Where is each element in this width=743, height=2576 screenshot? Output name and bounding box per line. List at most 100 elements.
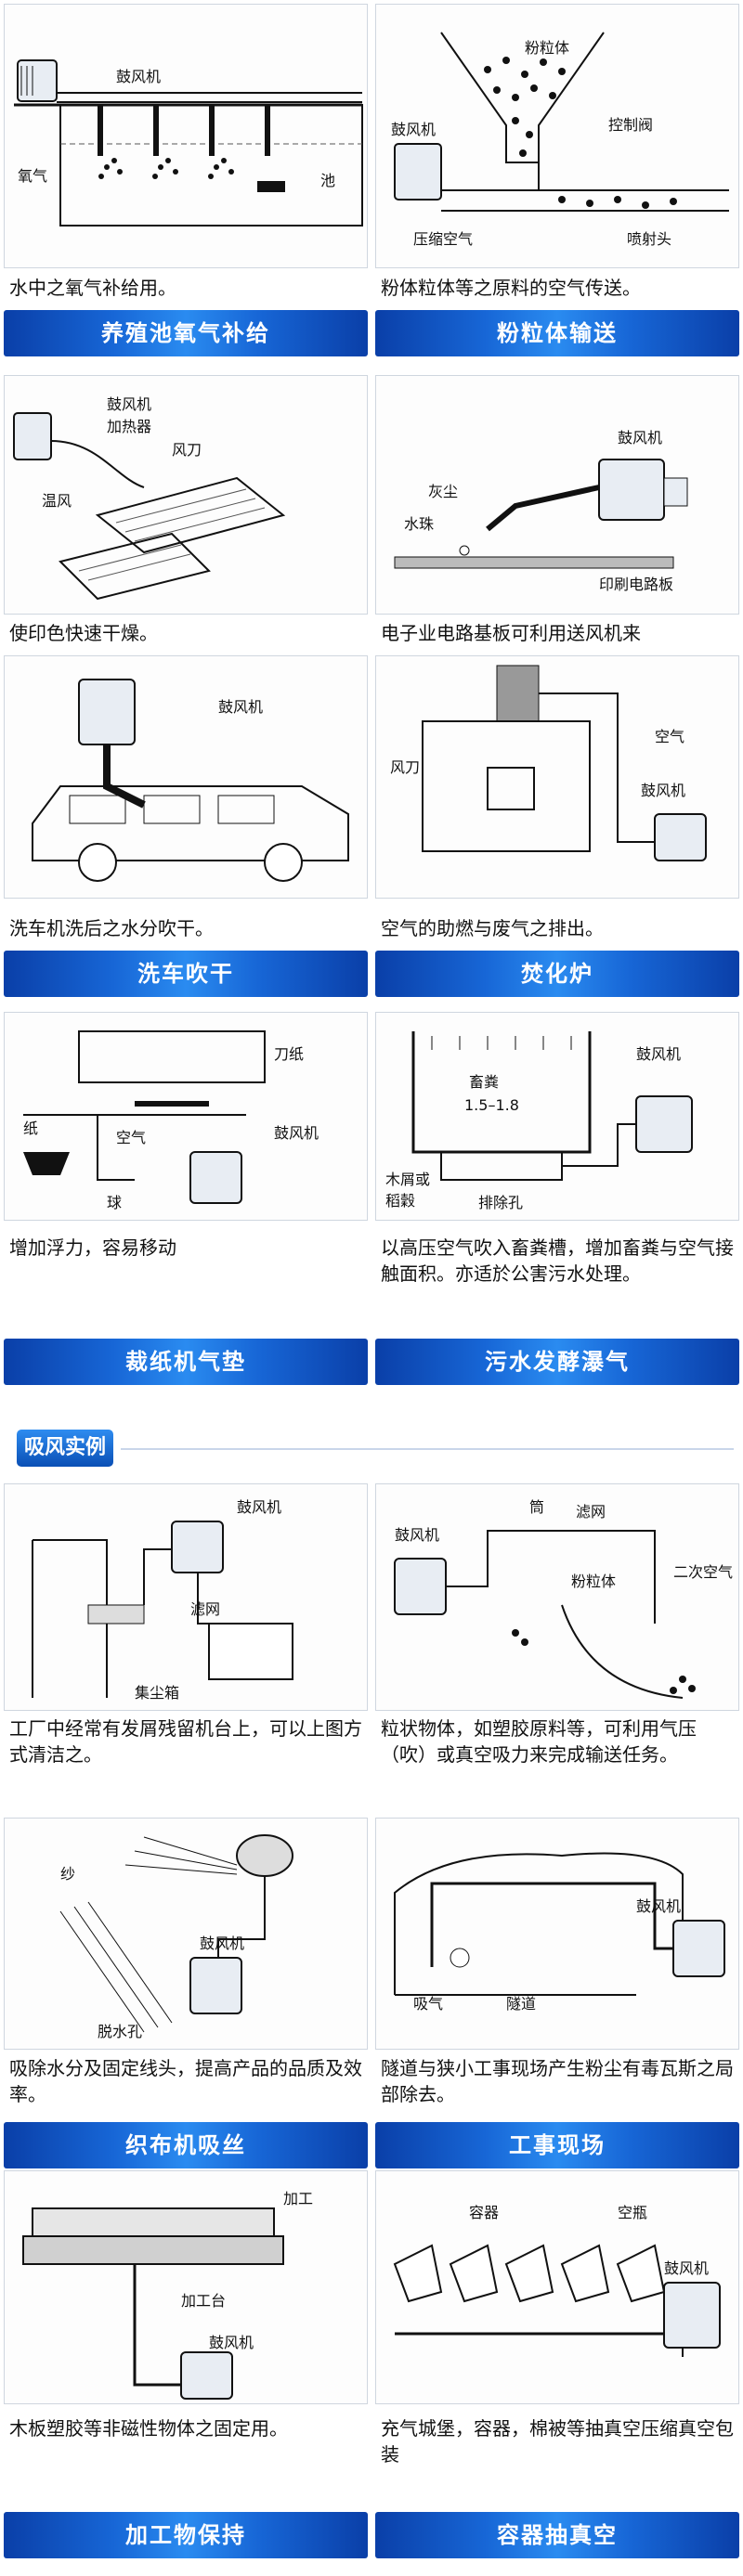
aquaculture-illustration: 鼓风机 氧气 池 bbox=[4, 4, 368, 268]
print-heater-label: 加热器 bbox=[107, 418, 151, 435]
granule-illustration: 鼓风机 筒 滤网 粉粒体 二次空气 bbox=[375, 1483, 739, 1711]
powder-banner: 粉粒体输送 bbox=[375, 310, 739, 356]
incinerator-diagram: 空气 风刀 鼓风机 bbox=[390, 665, 707, 861]
card-print-drying: 鼓风机 加热器 风刀 温风 使印色快速干燥。 bbox=[4, 375, 368, 654]
paper-cushion-description: 增加浮力，容易移动 bbox=[9, 1236, 176, 1259]
workpiece-blower-label: 鼓风机 bbox=[209, 2334, 254, 2351]
loom-yarn-label: 纱 bbox=[60, 1865, 75, 1883]
aquaculture-banner: 养殖池氧气补给 bbox=[4, 310, 368, 356]
sewage-description: 以高压空气吹入畜粪槽，增加畜粪与空气接触面积。亦适於公害污水处理。 bbox=[381, 1236, 734, 1285]
card-aquaculture: 鼓风机 氧气 池 水中之氧气补给用。 养殖池氧气补给 bbox=[4, 4, 368, 356]
construction-banner: 工事现场 bbox=[375, 2122, 739, 2168]
granule-blower-label: 鼓风机 bbox=[395, 1526, 439, 1544]
construction-tunnel-label: 隧道 bbox=[506, 1995, 536, 2013]
pcb-blower-label: 鼓风机 bbox=[618, 429, 662, 447]
granule-description: 粒状物体，如塑胶原料等，可利用气压（吹）或真空吸力来完成输送任务。 bbox=[381, 1717, 697, 1766]
machine-cleaning-diagram: 鼓风机 滤网 集尘箱 bbox=[32, 1498, 293, 1702]
machine-cleaning-illustration: 鼓风机 滤网 集尘箱 bbox=[4, 1483, 368, 1711]
granule-powder-label: 粉粒体 bbox=[571, 1573, 616, 1590]
incinerator-description: 空气的助燃与废气之排出。 bbox=[381, 917, 604, 939]
aquaculture-description: 水中之氧气补给用。 bbox=[9, 277, 176, 299]
machine-cleaning-description: 工厂中经常有发屑残留机台上，可以上图方式清洁之。 bbox=[9, 1717, 362, 1766]
paper-cutter-label: 刀纸 bbox=[274, 1045, 304, 1063]
pcb-dust-label: 灰尘 bbox=[428, 483, 458, 500]
workpiece-illustration: 加工 加工台 鼓风机 bbox=[4, 2170, 368, 2404]
print-blower-label: 鼓风机 bbox=[107, 395, 151, 413]
card-loom-suction: 纱 鼓风机 脱水孔 吸除水分及固定线头，提高产品的品质及效率。 织布机吸丝 bbox=[4, 1818, 368, 2170]
machine-box-label: 集尘箱 bbox=[135, 1684, 179, 1702]
container-description: 充气城堡，容器，棉被等抽真空压缩真空包装 bbox=[381, 2417, 734, 2466]
section-divider bbox=[121, 1448, 734, 1450]
aquaculture-oxygen-label: 氧气 bbox=[18, 167, 47, 185]
aquaculture-blower-label: 鼓风机 bbox=[116, 68, 161, 85]
print-warm-label: 温风 bbox=[42, 492, 72, 510]
granule-diagram: 鼓风机 筒 滤网 粉粒体 二次空气 bbox=[394, 1498, 733, 1699]
sewage-banner: 污水发酵瀑气 bbox=[375, 1339, 739, 1385]
sewage-ratio-label: 1.5–1.8 bbox=[464, 1096, 519, 1114]
sewage-husk-label: 稻穀 bbox=[385, 1192, 415, 1210]
card-paper-cushion: 刀纸 纸 空气 鼓风机 球 增加浮力，容易移动 裁纸机气垫 bbox=[4, 1012, 368, 1402]
incinerator-blower-label: 鼓风机 bbox=[641, 782, 685, 799]
car-wash-description: 洗车机洗后之水分吹干。 bbox=[9, 917, 214, 939]
aquaculture-diagram: 鼓风机 氧气 池 bbox=[14, 59, 363, 227]
construction-suction-label: 吸气 bbox=[413, 1995, 443, 2013]
car-wash-diagram: 鼓风机 bbox=[32, 679, 349, 882]
container-blower-label: 鼓风机 bbox=[664, 2259, 709, 2277]
card-workpiece-holding: 加工 加工台 鼓风机 木板塑胶等非磁性物体之固定用。 加工物保持 bbox=[4, 2170, 368, 2560]
paper-cushion-banner: 裁纸机气垫 bbox=[4, 1339, 368, 1385]
paper-ball-label: 球 bbox=[107, 1194, 122, 1211]
pcb-water-label: 水珠 bbox=[404, 515, 434, 533]
sewage-illustration: 鼓风机 畜粪 1.5–1.8 木屑或 稻穀 排除孔 bbox=[375, 1012, 739, 1221]
aquaculture-pool-label: 池 bbox=[320, 172, 335, 189]
card-incinerator: 空气 风刀 鼓风机 空气的助燃与废气之排出。 焚化炉 bbox=[375, 655, 739, 1008]
construction-description: 隧道与狭小工事现场产生粉尘有毒瓦斯之局部除去。 bbox=[381, 2057, 734, 2105]
sewage-diagram: 鼓风机 畜粪 1.5–1.8 木屑或 稻穀 排除孔 bbox=[385, 1031, 693, 1211]
powder-air-label: 压缩空气 bbox=[413, 230, 473, 248]
pcb-diagram: 鼓风机 灰尘 水珠 印刷电路板 bbox=[394, 429, 688, 593]
loom-blower-label: 鼓风机 bbox=[200, 1935, 244, 1952]
loom-banner: 织布机吸丝 bbox=[4, 2122, 368, 2168]
incinerator-air-label: 空气 bbox=[655, 728, 684, 745]
loom-description: 吸除水分及固定线头，提高产品的品质及效率。 bbox=[9, 2057, 362, 2105]
paper-air-label: 空气 bbox=[116, 1129, 146, 1146]
car-wash-illustration: 鼓风机 bbox=[4, 655, 368, 899]
granule-filter-label: 滤网 bbox=[576, 1503, 606, 1521]
powder-diagram: 粉粒体 鼓风机 控制阀 压缩空气 喷射头 bbox=[391, 32, 729, 248]
card-construction-site: 鼓风机 吸气 隧道 隧道与狭小工事现场产生粉尘有毒瓦斯之局部除去。 工事现场 bbox=[375, 1818, 739, 2170]
powder-illustration: 粉粒体 鼓风机 控制阀 压缩空气 喷射头 bbox=[375, 4, 739, 268]
print-drying-description: 使印色快速干燥。 bbox=[9, 622, 158, 644]
container-diagram: 容器 空瓶 鼓风机 bbox=[393, 2204, 721, 2357]
machine-blower-label: 鼓风机 bbox=[237, 1498, 281, 1516]
paper-cushion-diagram: 刀纸 纸 空气 鼓风机 球 bbox=[23, 1030, 319, 1211]
powder-description: 粉体粒体等之原料的空气传送。 bbox=[381, 277, 641, 299]
workpiece-diagram: 加工 加工台 鼓风机 bbox=[22, 2190, 313, 2400]
pcb-illustration: 鼓风机 灰尘 水珠 印刷电路板 bbox=[375, 375, 739, 615]
sewage-manure-label: 畜粪 bbox=[469, 1073, 499, 1091]
incinerator-banner: 焚化炉 bbox=[375, 951, 739, 997]
card-machine-cleaning: 鼓风机 滤网 集尘箱 工厂中经常有发屑残留机台上，可以上图方式清洁之。 bbox=[4, 1483, 368, 1818]
card-powder-transport: 粉粒体 鼓风机 控制阀 压缩空气 喷射头 粉体粒体等之原料的空气传送。 粉粒体输… bbox=[375, 4, 739, 356]
print-drying-diagram: 鼓风机 加热器 风刀 温风 bbox=[13, 395, 286, 601]
workpiece-table-label: 加工台 bbox=[181, 2292, 226, 2310]
car-wash-blower-label: 鼓风机 bbox=[218, 698, 263, 716]
sewage-blower-label: 鼓风机 bbox=[636, 1045, 681, 1063]
container-label: 容器 bbox=[469, 2204, 499, 2221]
workpiece-label: 加工 bbox=[283, 2190, 313, 2207]
print-knife-label: 风刀 bbox=[172, 441, 202, 459]
sewage-sawdust-label: 木屑或 bbox=[385, 1171, 430, 1188]
construction-blower-label: 鼓风机 bbox=[636, 1897, 681, 1915]
suction-section-title: 吸风实例 bbox=[17, 1430, 113, 1467]
incinerator-illustration: 空气 风刀 鼓风机 bbox=[375, 655, 739, 899]
card-granule-transport: 鼓风机 筒 滤网 粉粒体 二次空气 粒状物体，如塑胶原料等，可利用气压（吹）或真… bbox=[375, 1483, 739, 1818]
card-container-vacuum: 容器 空瓶 鼓风机 充气城堡，容器，棉被等抽真空压缩真空包装 容器抽真空 bbox=[375, 2170, 739, 2560]
loom-illustration: 纱 鼓风机 脱水孔 bbox=[4, 1818, 368, 2050]
loom-hole-label: 脱水孔 bbox=[98, 2023, 142, 2040]
car-wash-banner: 洗车吹干 bbox=[4, 951, 368, 997]
granule-second-air-label: 二次空气 bbox=[673, 1563, 733, 1581]
incinerator-knife-label: 风刀 bbox=[390, 758, 420, 776]
pcb-board-label: 印刷电路板 bbox=[599, 576, 673, 593]
print-drying-illustration: 鼓风机 加热器 风刀 温风 bbox=[4, 375, 368, 615]
pcb-description: 电子业电路基板可利用送风机来 bbox=[381, 622, 641, 644]
workpiece-description: 木板塑胶等非磁性物体之固定用。 bbox=[9, 2417, 288, 2440]
loom-diagram: 纱 鼓风机 脱水孔 bbox=[59, 1834, 293, 2040]
